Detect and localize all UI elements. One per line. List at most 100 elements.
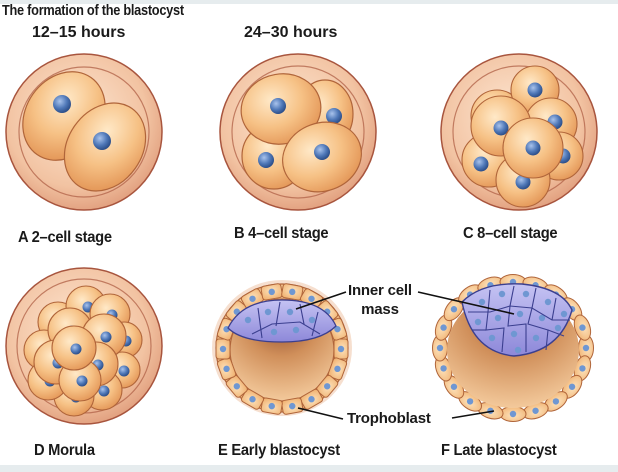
nucleus xyxy=(582,344,590,352)
stage-b-illustration xyxy=(219,53,377,211)
blastomere xyxy=(240,73,322,145)
nucleus xyxy=(527,82,543,98)
trophoblast-cell xyxy=(216,357,237,381)
blastomere xyxy=(63,102,147,192)
figure-title: The formation of the blastocyst xyxy=(2,3,184,19)
nucleus xyxy=(579,324,586,331)
nucleus xyxy=(100,331,112,343)
top-band xyxy=(0,0,618,4)
nucleus xyxy=(249,396,256,403)
nucleus xyxy=(514,346,522,354)
nucleus xyxy=(264,308,272,316)
nucleus xyxy=(544,298,552,306)
trophoblast-cell xyxy=(432,334,448,362)
nucleus xyxy=(538,314,546,322)
time-label-b: 24–30 hours xyxy=(244,24,338,41)
time-label-a: 12–15 hours xyxy=(32,24,126,41)
nucleus xyxy=(314,144,330,160)
blastomere xyxy=(282,121,362,193)
stage-f-illustration xyxy=(432,274,594,422)
stage-label-c: C 8–cell stage xyxy=(463,225,558,242)
nucleus xyxy=(249,295,256,302)
trophoblast-cell xyxy=(327,357,348,381)
inner-cell-mass-line2: mass xyxy=(361,301,399,318)
inner-cell-mass-leader-f xyxy=(417,291,515,315)
stage-d-illustration xyxy=(5,267,163,425)
trophoblast-cell xyxy=(215,338,231,360)
zona-inner-ring xyxy=(231,65,365,199)
nucleus xyxy=(450,306,458,313)
blastomere xyxy=(51,325,97,371)
nucleus xyxy=(579,365,586,372)
nucleus xyxy=(223,365,230,373)
stage-label-f: F Late blastocyst xyxy=(441,442,557,459)
nucleus xyxy=(308,316,316,324)
trophoblast-cell xyxy=(443,297,465,322)
trophoblast-cell xyxy=(281,397,304,415)
nucleus xyxy=(323,383,331,390)
nucleus xyxy=(478,298,486,306)
nucleus xyxy=(244,316,252,324)
nucleus xyxy=(515,174,531,190)
nucleus xyxy=(450,383,458,390)
trophoblast-leader-e xyxy=(297,407,344,420)
nucleus xyxy=(98,385,110,397)
inner-cell-mass-label: Inner cell mass xyxy=(348,281,412,319)
nucleus xyxy=(552,398,560,405)
nucleus xyxy=(440,324,447,331)
nucleus xyxy=(516,310,524,318)
trophoblast-cell xyxy=(573,314,592,341)
nucleus xyxy=(270,98,286,114)
trophoblast-leader-f xyxy=(451,410,495,419)
nucleus xyxy=(560,310,568,318)
nucleus xyxy=(308,396,315,403)
nucleus xyxy=(76,375,88,387)
inner-cell-mass-line1: Inner cell xyxy=(348,282,412,299)
nucleus xyxy=(522,290,530,298)
nucleus xyxy=(498,290,506,298)
nucleus xyxy=(525,140,541,156)
nucleus xyxy=(289,288,296,296)
trophoblast-cell xyxy=(281,283,304,301)
nucleus xyxy=(70,343,82,355)
nucleus xyxy=(494,314,502,322)
stage-c-illustration xyxy=(440,53,598,211)
nucleus xyxy=(258,152,274,168)
trophoblast-cell xyxy=(522,402,549,420)
nucleus xyxy=(292,326,300,334)
nucleus xyxy=(473,156,489,172)
nucleus xyxy=(289,402,296,410)
nucleus xyxy=(532,334,540,342)
zona-inner-ring xyxy=(18,66,150,198)
nucleus xyxy=(493,120,509,136)
bottom-band xyxy=(0,465,618,472)
nucleus xyxy=(488,334,496,342)
nucleus xyxy=(510,330,518,338)
nucleus xyxy=(466,398,474,405)
nucleus xyxy=(308,295,315,302)
trophoblast-label: Trophoblast xyxy=(347,410,431,427)
nucleus xyxy=(568,383,576,390)
nucleus xyxy=(509,410,517,418)
nucleus xyxy=(532,407,539,414)
nucleus xyxy=(474,318,482,326)
blastomere xyxy=(502,117,564,179)
nucleus xyxy=(118,365,130,377)
nucleus xyxy=(268,288,275,296)
nucleus xyxy=(334,325,341,333)
nucleus xyxy=(440,365,447,372)
nucleus xyxy=(554,324,562,332)
inner-cell-mass xyxy=(227,299,337,343)
nucleus xyxy=(270,328,278,336)
nucleus xyxy=(334,365,341,373)
nucleus xyxy=(436,344,444,352)
stage-label-a: A 2–cell stage xyxy=(18,229,112,246)
nucleus xyxy=(326,108,342,124)
stage-label-d: D Morula xyxy=(34,442,95,459)
nucleus xyxy=(268,402,275,410)
trophoblast-cell xyxy=(316,374,339,398)
nucleus xyxy=(286,308,294,316)
nucleus xyxy=(93,132,111,150)
nucleus xyxy=(337,345,345,353)
